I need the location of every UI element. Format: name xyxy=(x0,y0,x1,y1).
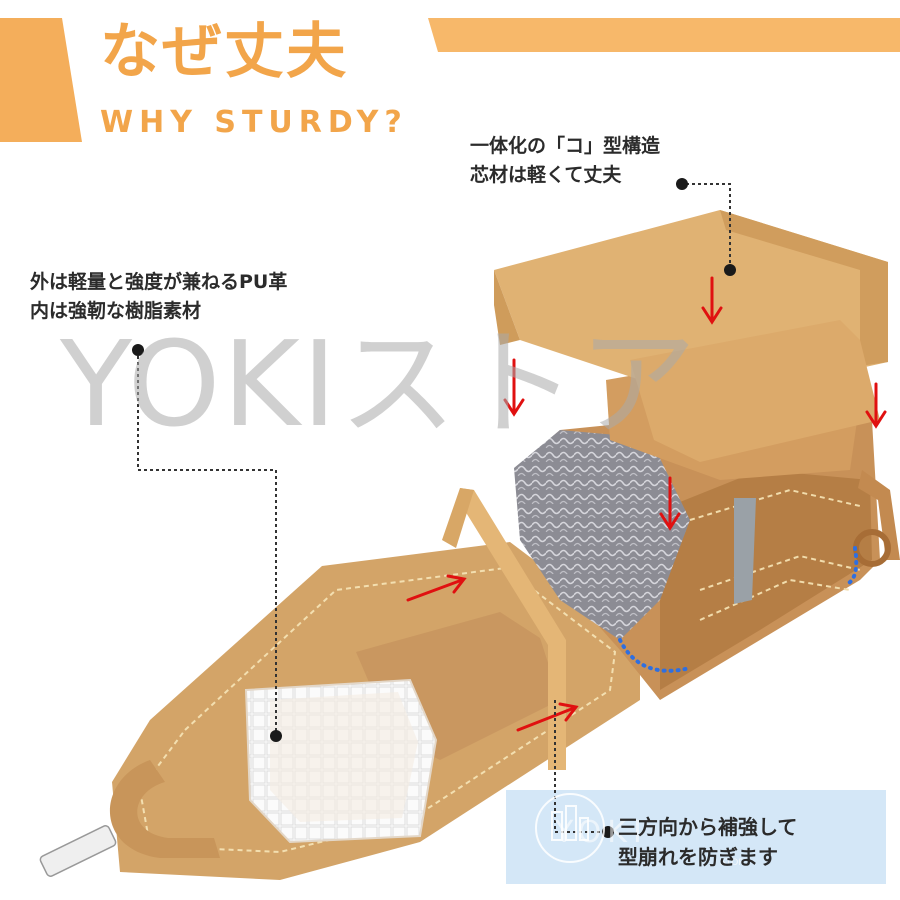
c-panel-side xyxy=(630,320,880,462)
note-line: 外は軽量と強度が兼ねるPU革 xyxy=(30,271,288,293)
leader-dot-icon xyxy=(724,264,736,276)
note-line: 三方向から補強して xyxy=(618,815,798,839)
note-bottom-right: 三方向から補強して 型崩れを防ぎます xyxy=(618,812,797,872)
stitch-line-2 xyxy=(699,554,861,591)
red-arrow-icon xyxy=(701,276,723,325)
leader-dot-icon xyxy=(270,730,282,742)
watermark: YOKIストア xyxy=(60,315,699,453)
store-logo-name: YOKI xyxy=(555,815,648,850)
leader-dot-icon xyxy=(676,178,688,190)
blue-dots-1 xyxy=(618,638,692,673)
bag-lining xyxy=(514,430,690,640)
red-arrow-icon xyxy=(406,574,467,602)
red-arrow-icon xyxy=(865,382,887,429)
leader-dot-icon xyxy=(602,826,614,838)
leader-dot-icon xyxy=(132,344,144,356)
note-line: 内は強靭な樹脂素材 xyxy=(30,299,202,322)
u-frame-front-edge xyxy=(442,488,474,548)
header-left-bar xyxy=(0,18,82,142)
note-line: 芯材は軽くて丈夫 xyxy=(470,163,622,186)
c-panel-top-right xyxy=(720,210,888,366)
bag-body-shade xyxy=(660,470,872,690)
leader-line-left xyxy=(137,350,277,736)
header-right-bar xyxy=(428,18,900,52)
side-strap xyxy=(858,470,900,560)
c-panel-top-front xyxy=(494,270,520,345)
buckle-strap xyxy=(734,498,756,604)
bag-flap-inner xyxy=(138,566,617,854)
page-subtitle: WHY STURDY? xyxy=(100,105,408,140)
bag-handle xyxy=(109,760,220,858)
leader-line-top xyxy=(686,183,731,268)
u-frame-front xyxy=(460,488,566,770)
red-arrow-icon xyxy=(503,358,525,417)
note-top-right: 一体化の「コ」型構造 芯材は軽くて丈夫 xyxy=(470,132,660,189)
name-card-window xyxy=(270,692,418,822)
red-arrow-icon xyxy=(516,702,579,732)
note-line: 型崩れを防ぎます xyxy=(618,845,778,869)
store-logo-tag: STOR xyxy=(720,858,745,868)
note-left: 外は軽量と強度が兼ねるPU革 内は強靭な樹脂素材 xyxy=(30,268,287,325)
red-arrow-icon xyxy=(659,476,681,531)
page-title: なぜ丈夫 xyxy=(100,17,348,87)
note-line: 一体化の「コ」型構造 xyxy=(470,135,661,157)
store-logo-icon xyxy=(535,793,605,863)
stitch-line-3 xyxy=(699,578,851,621)
bag-clip xyxy=(39,825,117,877)
